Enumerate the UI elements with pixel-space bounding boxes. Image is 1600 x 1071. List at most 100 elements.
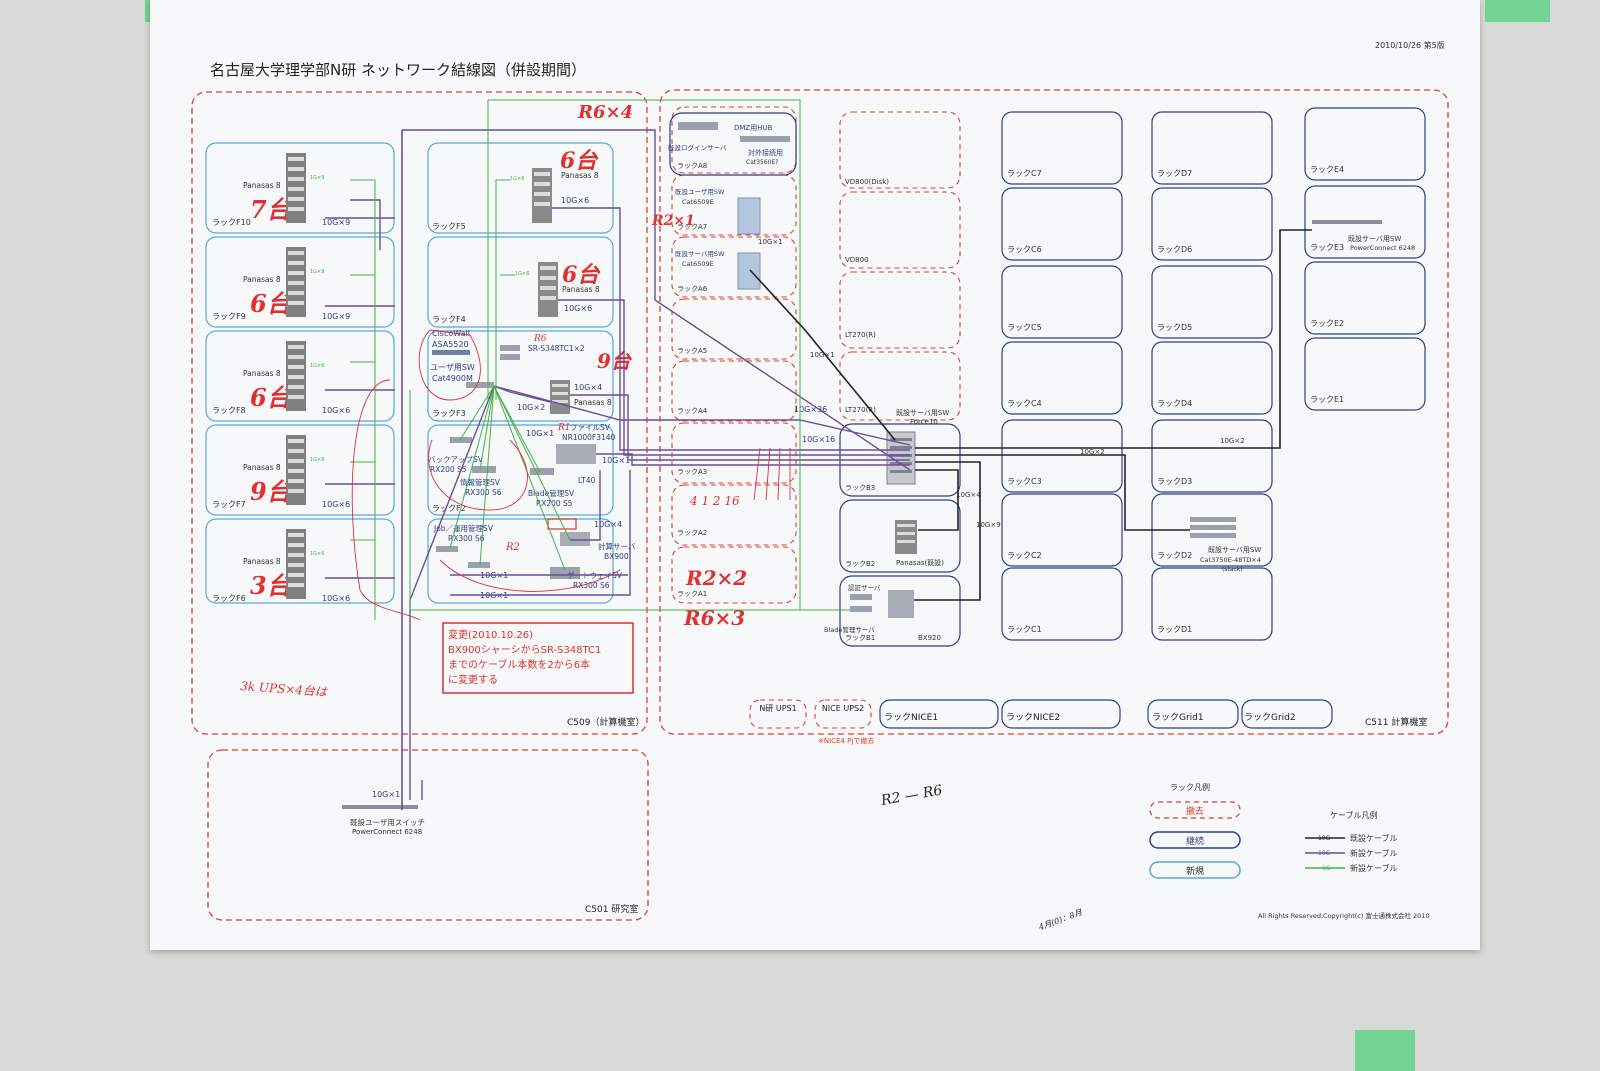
- rack-a8-label: ラックA8: [677, 162, 707, 170]
- panasas-old-label: Panasas(既設): [896, 558, 944, 567]
- rack-label: ラックC5: [1007, 323, 1042, 332]
- panasas-f4-icon: [538, 262, 558, 317]
- rack-box: [1001, 341, 1123, 415]
- rack-e3-model: PowerConnect 6248: [1350, 244, 1415, 252]
- rack-f2-file-model: NR1000F3140: [562, 433, 616, 442]
- legend-new10g-label: 新設ケーブル: [1350, 848, 1398, 858]
- rack-f-panasas: Panasas 8: [243, 463, 281, 472]
- rack-f-link: 10G×9: [322, 218, 350, 227]
- handwritten-counts: 4 1 2 16: [689, 494, 740, 508]
- rack-a3-label: ラックA3: [677, 468, 707, 476]
- panasas-icon: [286, 247, 306, 317]
- rack-b1-label: ラックB1: [845, 634, 875, 642]
- ups2-name: NICE UPS2: [822, 704, 864, 713]
- copyright-text: All Rights Reserved,Copyright(c) 富士通株式会社…: [1258, 911, 1430, 920]
- powerconnect-e3-icon: [1312, 220, 1382, 224]
- rack-f-count: 6台: [250, 289, 293, 318]
- rack-box: [1151, 111, 1273, 185]
- rack-a2-label: ラックA2: [677, 529, 707, 537]
- rack-a7-label: ラックA7: [677, 223, 707, 231]
- legend-removed-label: 撤去: [1186, 805, 1204, 817]
- rack-f3-link2: 10G×2: [517, 403, 545, 412]
- legend-continue-swatch: [1149, 831, 1241, 849]
- file-server-icon: [556, 444, 596, 464]
- c501-switch-icon: [342, 805, 418, 809]
- rack-a8-item2: 既設ログインサーバ: [668, 143, 727, 152]
- rack-vd800: VD800: [845, 256, 869, 264]
- rack-f-label: ラックF8: [212, 406, 246, 415]
- rack-nice1-label: ラックNICE1: [884, 712, 938, 723]
- rack-f-panasas: Panasas 8: [243, 275, 281, 284]
- rack-box: [1304, 337, 1426, 411]
- rack-label: ラックD1: [1157, 625, 1192, 634]
- rack-nice2-label: ラックNICE2: [1006, 712, 1060, 723]
- rack-f2-blade-model: RX200 S5: [536, 499, 573, 508]
- blade-mgr-icon: [850, 606, 872, 612]
- cat3750-icon-b: [1190, 525, 1236, 530]
- handwritten-r2x1: R2×1: [651, 213, 695, 229]
- rack-f3-count: 9台: [597, 349, 633, 373]
- rack-f4-panasas: Panasas 8: [562, 285, 600, 294]
- handwritten-date-note: 4月(0)：8月: [1037, 908, 1085, 933]
- rack-nice1: [879, 699, 999, 729]
- rack-f3-user-sw-model: Cat4900M: [432, 374, 473, 383]
- rack-box: [1151, 419, 1273, 493]
- rack-grid1-label: ラックGrid1: [1152, 712, 1204, 723]
- rack-f2-blade: Blade管理SV: [528, 488, 575, 498]
- rack-box: [1304, 261, 1426, 335]
- rack-lt270-a: LT270(R): [845, 331, 876, 339]
- rack-label: ラックD4: [1157, 399, 1192, 408]
- user-switch-icon: [466, 382, 494, 388]
- legend-new1g-tag: 1G: [1322, 865, 1331, 872]
- panasas-old-icon: [895, 520, 917, 554]
- rack-f-panasas: Panasas 8: [243, 369, 281, 378]
- legend-continue-label: 継続: [1186, 835, 1204, 847]
- rack-f-panasas: Panasas 8: [243, 181, 281, 190]
- sr-switch-icon-b: [500, 354, 520, 360]
- rack-f5-small: 1G×6: [510, 176, 524, 182]
- rack-f2-backup: バックアップSV: [428, 455, 484, 464]
- handwritten-r2x2: R2×2: [685, 566, 747, 590]
- rack-f1-gateway-model: RX300 S6: [573, 581, 610, 590]
- rack-label: ラックE4: [1310, 165, 1344, 174]
- panasas-icon: [286, 341, 306, 411]
- external-switch-icon: [740, 136, 790, 142]
- rack-ups1: [749, 699, 807, 729]
- handwritten-tally: [753, 447, 791, 501]
- legend-new-label: 新規: [1186, 865, 1204, 877]
- network-diagram: 名古屋大学理学部N研 ネットワーク結線図（併設期間） 2010/10/26 第5…: [191, 40, 1449, 933]
- rack-f2-file-tag: R1: [557, 423, 571, 433]
- room-c511: [659, 89, 1449, 735]
- bx920-icon: [888, 590, 914, 618]
- tape-bottom-right: [1355, 1030, 1415, 1071]
- rack-label: ラックC2: [1007, 551, 1042, 560]
- handwritten-curve-left: [351, 379, 421, 621]
- rack-vd800-disk: VD800(Disk): [845, 178, 889, 186]
- rack-a6-item1: 既設サーバ用SW: [675, 249, 725, 258]
- rack-a8-continue: [669, 112, 797, 176]
- panasas-f5-icon: [532, 168, 552, 223]
- rack-d2-stack: (stack): [1222, 566, 1243, 573]
- rack-label: ラックC7: [1007, 169, 1042, 178]
- rack-f5-label: ラックF5: [432, 222, 466, 231]
- rack-box: [1001, 419, 1123, 493]
- login-server-icon: [678, 122, 718, 130]
- rack-f2-label: ラックF2: [432, 504, 466, 513]
- handwritten-r2-mid: R2: [505, 551, 508, 553]
- rack-f2-lt40: LT40: [578, 476, 595, 485]
- rack-a7-item1: 既設ユーザ用SW: [675, 187, 725, 196]
- rack-f2-link1: 10G×1: [526, 429, 554, 438]
- rack-f2-info-model: RX300 S6: [465, 488, 502, 497]
- rack-grid2: [1241, 699, 1333, 729]
- rack-d2-model: Cat3750E-48TD×4: [1200, 556, 1261, 564]
- rack-label: ラックD3: [1157, 477, 1192, 486]
- tape-top-right: [1485, 0, 1550, 22]
- rack-grid2-label: ラックGrid2: [1244, 712, 1296, 723]
- rack-f3-sr-switch: SR-S348TC1×2: [528, 344, 585, 353]
- change-note-title: 変更(2010.10.26): [448, 628, 533, 641]
- room-c501: [207, 749, 649, 921]
- panasas-f3-icon: [550, 380, 570, 414]
- rack-f1-link1: 10G×4: [594, 520, 622, 529]
- rack-f3-panasas: Panasas 8: [574, 398, 612, 407]
